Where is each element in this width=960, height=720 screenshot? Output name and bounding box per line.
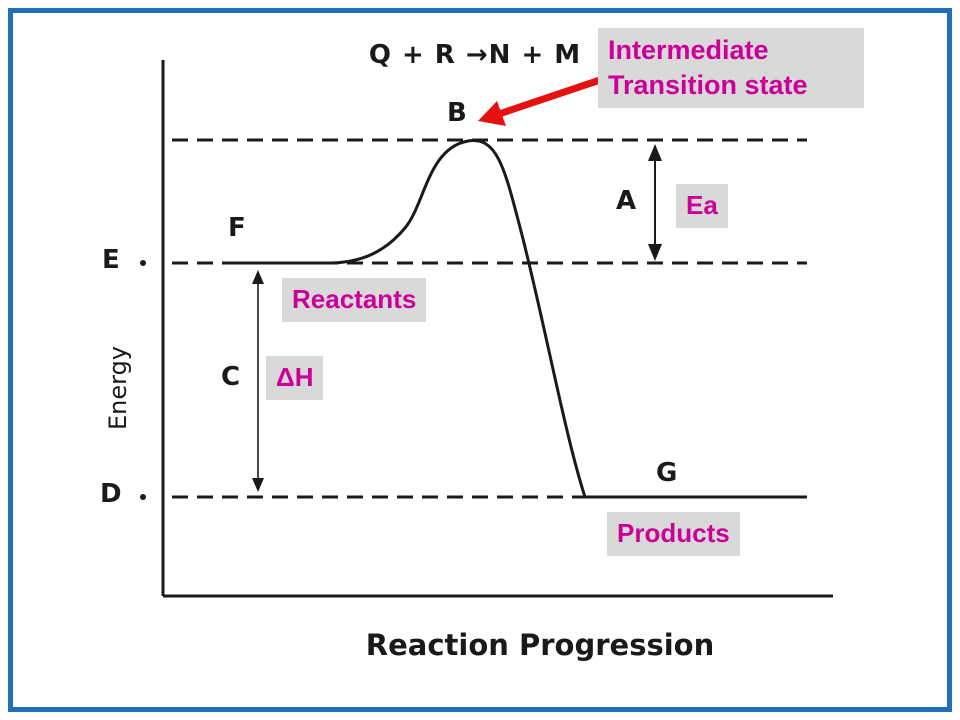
blue-border-frame (8, 8, 952, 712)
x-axis-label: Reaction Progression (365, 628, 715, 662)
ea-callout: Ea (676, 184, 728, 228)
label-enthalpy-c: C (221, 362, 241, 392)
products-callout: Products (607, 512, 740, 556)
reactants-callout: Reactants (282, 278, 427, 322)
y-axis-label: Energy (104, 345, 132, 431)
delta-h-callout: ΔH (266, 356, 324, 400)
label-level-d: D (100, 479, 122, 509)
transition-pointer-arrow (478, 76, 602, 126)
label-activation-a: A (616, 186, 637, 216)
activation-energy-arrow (648, 144, 662, 261)
label-reactant-f: F (228, 213, 246, 243)
transition-state-callout: Intermediate Transition state (598, 28, 864, 109)
level-dot-d (140, 494, 146, 500)
reaction-curve (232, 139, 800, 499)
reaction-equation: Q + R →N + M (368, 40, 582, 70)
label-level-e: E (102, 245, 120, 275)
label-peak-b: B (447, 98, 467, 128)
enthalpy-arrow (252, 270, 264, 492)
label-product-g: G (656, 458, 678, 488)
level-dot-e (140, 260, 146, 266)
